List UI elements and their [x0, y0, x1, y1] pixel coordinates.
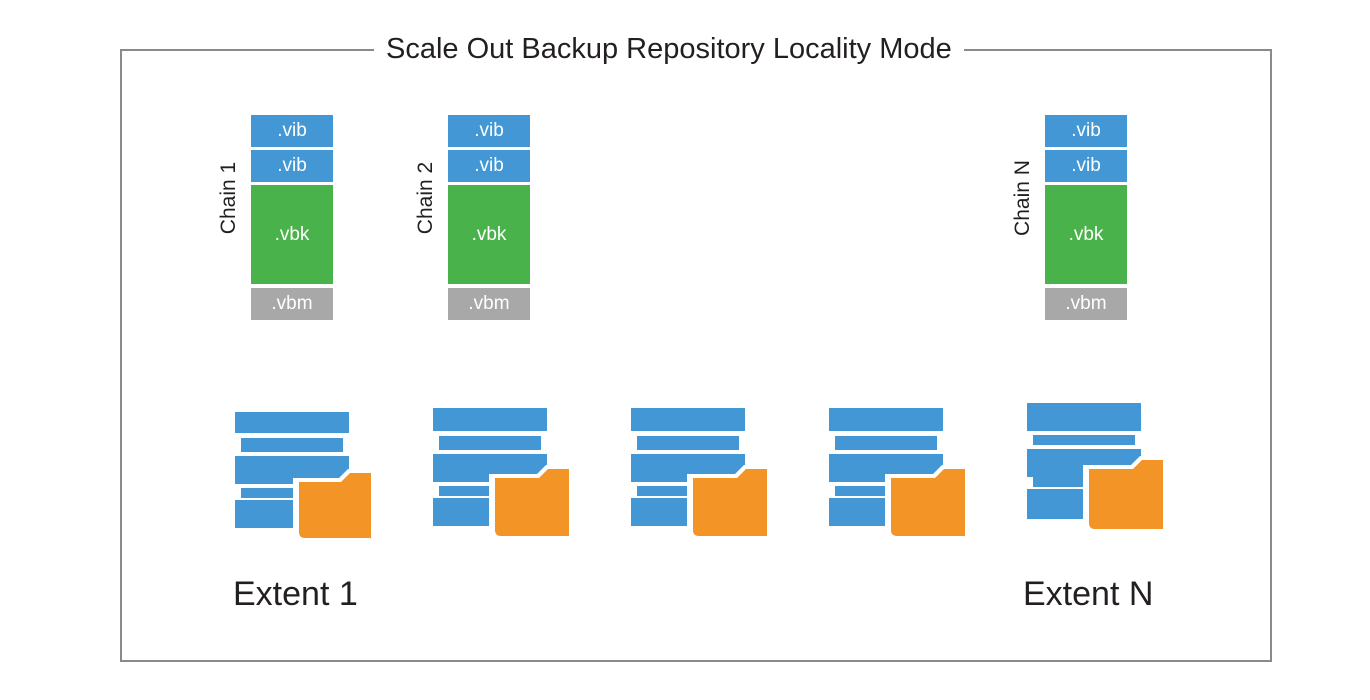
chain-label: Chain 2 [414, 161, 437, 235]
extent-storage [631, 408, 771, 538]
vib-file-block: .vib [448, 150, 530, 182]
vbk-file-block: .vbk [448, 185, 530, 284]
extent-storage [235, 410, 375, 540]
extent-storage [433, 408, 573, 538]
storage-with-folder-icon [1027, 403, 1167, 533]
vib-file-block: .vib [1045, 115, 1127, 147]
vbk-file-block: .vbk [1045, 185, 1127, 284]
chain-label: Chain N [1011, 160, 1034, 236]
extent-label: Extent 1 [233, 575, 358, 613]
storage-with-folder-icon [631, 408, 771, 538]
extent-storage [829, 408, 969, 538]
vbm-file-block: .vbm [251, 288, 333, 320]
extent-label: Extent N [1023, 575, 1154, 613]
vib-file-block: .vib [251, 115, 333, 147]
vbk-file-block: .vbk [251, 185, 333, 284]
diagram-title: Scale Out Backup Repository Locality Mod… [374, 30, 964, 68]
vib-file-block: .vib [448, 115, 530, 147]
vib-file-block: .vib [1045, 150, 1127, 182]
backup-chain: .vib .vib .vbk .vbm [251, 115, 333, 320]
extent-storage [1027, 403, 1167, 533]
storage-with-folder-icon [829, 408, 969, 538]
chain-label: Chain 1 [217, 161, 240, 235]
backup-chain: .vib .vib .vbk .vbm [1045, 115, 1127, 320]
storage-with-folder-icon [433, 408, 573, 538]
vib-file-block: .vib [251, 150, 333, 182]
backup-chain: .vib .vib .vbk .vbm [448, 115, 530, 320]
vbm-file-block: .vbm [1045, 288, 1127, 320]
storage-with-folder-icon [235, 410, 375, 540]
vbm-file-block: .vbm [448, 288, 530, 320]
